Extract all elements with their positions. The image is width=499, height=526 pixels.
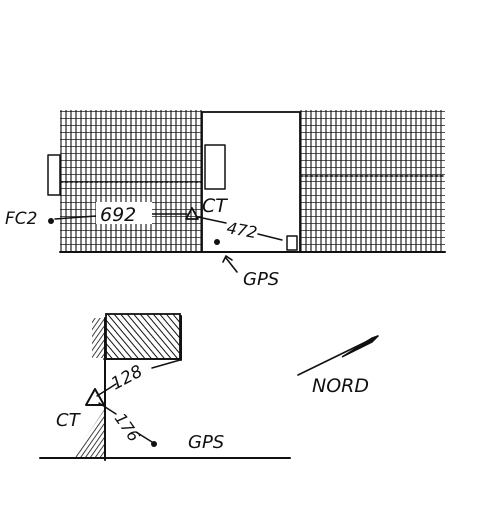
gps-point-top (214, 239, 220, 245)
top-plan: FC2 692 CT 472 GPS (5, 110, 446, 290)
corner-post (286, 235, 298, 251)
small-box (204, 144, 226, 190)
line-ct-gps-bottom-b (135, 431, 153, 443)
distance-gps: 176 (111, 409, 144, 445)
wall-stub (47, 154, 61, 196)
label-bg-692 (96, 202, 152, 224)
ct-triangle-bottom (85, 388, 105, 406)
line-ct-corner (96, 383, 117, 397)
distance-upper: 128 (108, 361, 146, 394)
north-indicator: NORD (297, 335, 379, 397)
north-label: NORD (312, 375, 369, 397)
line-ct-gps-bottom (98, 402, 117, 415)
hatched-block (105, 313, 181, 360)
line-ct-corner-b (151, 359, 181, 369)
hatch-ground-wedge (72, 410, 104, 458)
roof-right (300, 110, 445, 252)
gps-label-bottom: GPS (188, 432, 224, 453)
line-fc2-ct (54, 215, 97, 220)
courtyard (201, 111, 301, 253)
ct-label-bottom: CT (56, 410, 82, 431)
fc2-point (48, 218, 54, 224)
gps-pointer-arrow (222, 255, 238, 273)
line-ct-gps-b (257, 233, 283, 241)
bottom-plan: CT 128 176 GPS (39, 313, 291, 461)
roof-left (60, 110, 202, 252)
distance-fc2-ct: 692 (100, 204, 136, 226)
ct-triangle (185, 207, 199, 220)
line-ct-gps (197, 216, 227, 224)
hatch-outer-strip (92, 318, 104, 358)
north-arrow-icon (341, 335, 379, 358)
ct-label-top: CT (202, 195, 228, 217)
gps-point-bottom (151, 441, 157, 447)
fc2-label: FC2 (5, 209, 37, 229)
gps-label-top: GPS (243, 269, 279, 290)
